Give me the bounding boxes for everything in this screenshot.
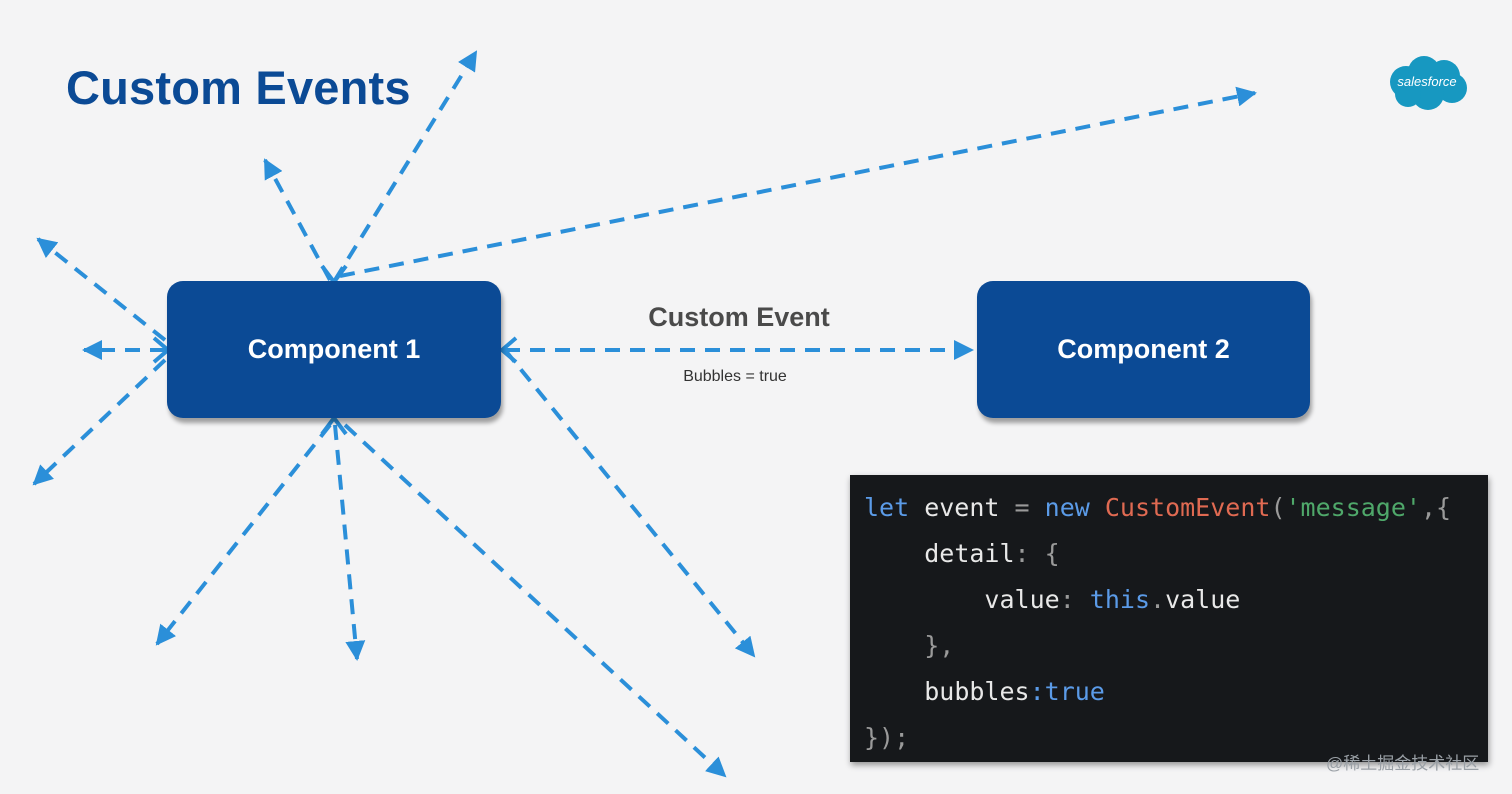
custom-event-label: Custom Event xyxy=(648,302,830,332)
arrow-down-right xyxy=(343,423,727,778)
code-indent xyxy=(864,677,924,706)
arrow-down-left xyxy=(155,423,332,646)
arrow-tip-component1-top xyxy=(320,264,348,286)
code-token: ( xyxy=(1270,493,1286,522)
slide-title: Custom Events xyxy=(66,61,411,114)
code-token: : xyxy=(1059,585,1090,614)
arrow-up-left xyxy=(263,158,332,281)
code-indent xyxy=(864,539,924,568)
code-token: event xyxy=(909,493,1015,522)
code-line-5: bubbles:true xyxy=(864,669,1488,715)
code-token: : { xyxy=(1014,539,1060,568)
code-token: 'message' xyxy=(1285,493,1421,522)
salesforce-logo: salesforce xyxy=(1384,54,1470,114)
code-line-6: }); xyxy=(864,715,1488,761)
code-token: = xyxy=(1014,493,1030,522)
code-line-2: detail: { xyxy=(864,531,1488,577)
code-line-4: }, xyxy=(864,623,1488,669)
component-1-label: Component 1 xyxy=(247,334,421,364)
code-indent xyxy=(864,631,924,660)
component-2-box: Component 2 xyxy=(977,281,1310,418)
code-token: CustomEvent xyxy=(1104,493,1271,522)
code-indent xyxy=(864,585,984,614)
code-token: true xyxy=(1044,677,1105,706)
code-token: }); xyxy=(864,723,910,752)
bubbles-label: Bubbles = true xyxy=(683,368,787,385)
code-token: bubbles xyxy=(924,677,1030,706)
component-1-box: Component 1 xyxy=(167,281,501,418)
code-token: }, xyxy=(924,631,955,660)
watermark: @稀土掘金技术社区 xyxy=(1326,754,1480,773)
arrow-far-right xyxy=(339,86,1257,278)
arrow-top-left xyxy=(36,237,167,342)
arrow-up-right xyxy=(333,50,478,282)
arrow-tip-component1-bottom xyxy=(320,414,348,436)
arrow-tip-component1-right xyxy=(498,336,518,364)
component-2-label: Component 2 xyxy=(1057,334,1230,364)
code-token: let xyxy=(864,493,910,522)
logo-text: salesforce xyxy=(1397,74,1457,89)
arrow-down xyxy=(333,424,366,661)
code-token: detail xyxy=(924,539,1015,568)
code-line-1: let event = new CustomEvent('message',{ xyxy=(864,485,1488,531)
code-token: new xyxy=(1044,493,1090,522)
code-token: this xyxy=(1089,585,1151,614)
cloud-icon xyxy=(1390,56,1467,110)
code-token: ,{ xyxy=(1420,493,1452,522)
code-token: . xyxy=(1150,585,1166,614)
arrow-bottom-left xyxy=(32,358,167,486)
code-token: value xyxy=(1165,585,1241,614)
code-token: value xyxy=(984,585,1060,614)
code-block: let event = new CustomEvent('message',{ … xyxy=(850,475,1488,762)
code-line-3: value: this.value xyxy=(864,577,1488,623)
code-token: : xyxy=(1029,677,1045,706)
arrow-right-down xyxy=(503,348,756,658)
